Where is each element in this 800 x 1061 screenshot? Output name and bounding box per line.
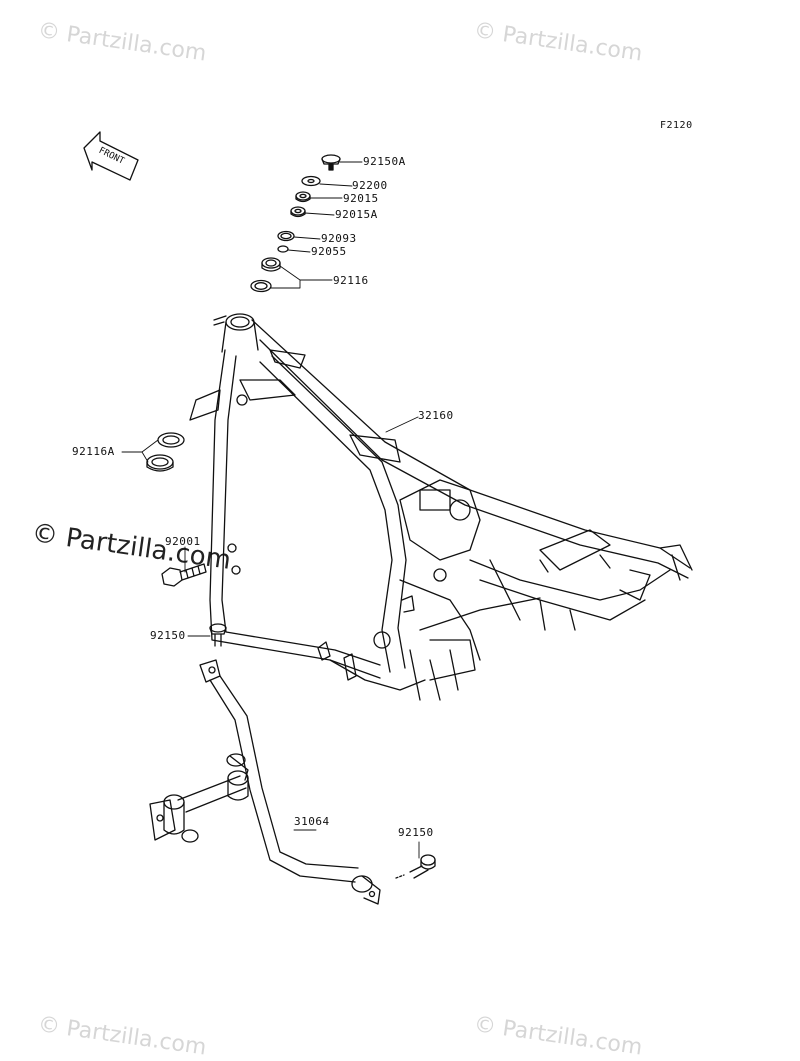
bearing-92116a <box>147 433 184 471</box>
figure-code: F2120 <box>660 120 693 131</box>
washer-92093 <box>278 232 294 241</box>
callout-92093: 92093 <box>321 232 357 245</box>
callout-92150-upper: 92150 <box>150 629 186 642</box>
callout-92116a: 92116A <box>72 445 115 458</box>
callout-92015: 92015 <box>343 192 379 205</box>
bearing-92116 <box>251 258 280 292</box>
leader-lines <box>122 162 419 858</box>
callout-92200: 92200 <box>352 179 388 192</box>
callout-92150-lower: 92150 <box>398 826 434 839</box>
bolt-92001 <box>162 564 206 586</box>
callout-92015a: 92015A <box>335 208 378 221</box>
nut-92015a <box>291 207 305 217</box>
bolt-92150-lower <box>396 855 435 878</box>
bolt-92150-upper <box>210 624 226 646</box>
washer-92200 <box>302 177 320 186</box>
front-arrow-icon: FRONT <box>84 132 138 180</box>
bolt-92150a <box>322 155 340 170</box>
downtube-31064 <box>150 660 380 904</box>
callout-92150a: 92150A <box>363 155 406 168</box>
callout-31064: 31064 <box>294 815 330 828</box>
frame-32160 <box>190 314 692 700</box>
callout-92001: 92001 <box>165 535 201 548</box>
callout-92055: 92055 <box>311 245 347 258</box>
oring-92055 <box>278 246 288 252</box>
callout-92116: 92116 <box>333 274 369 287</box>
callout-32160: 32160 <box>418 409 454 422</box>
nut-92015 <box>296 192 310 202</box>
